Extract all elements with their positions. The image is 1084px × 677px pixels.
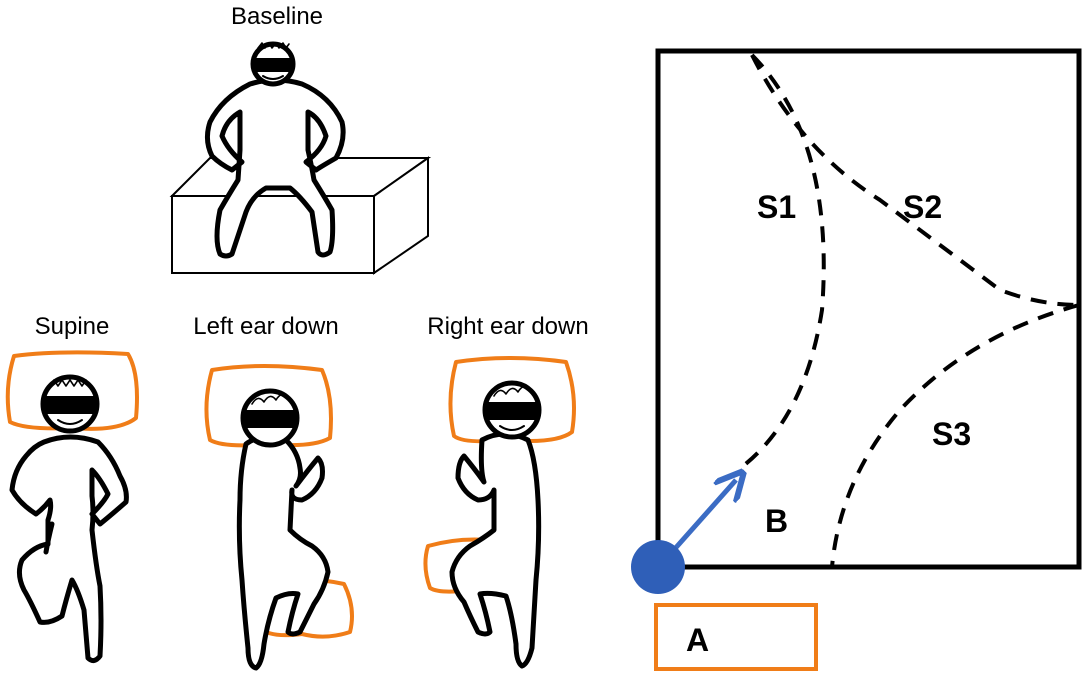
a-box bbox=[654, 603, 818, 671]
s2-boundary bbox=[750, 54, 1080, 307]
a-label: A bbox=[686, 622, 709, 658]
left-ear-down-hair bbox=[251, 393, 289, 405]
right-ear-down-caption: Right ear down bbox=[427, 313, 588, 340]
s3-boundary bbox=[830, 303, 1080, 568]
right-ear-down-hair bbox=[493, 385, 531, 397]
baseline-blindfold bbox=[253, 58, 293, 72]
supine-figure: Supine bbox=[5, 313, 139, 664]
movement-arrow bbox=[670, 480, 736, 554]
left-ear-down-pillow bbox=[204, 364, 333, 448]
left-ear-down-body bbox=[236, 434, 331, 671]
baseline-mouth bbox=[262, 75, 284, 80]
supine-blindfold bbox=[43, 396, 97, 414]
left-ear-down-caption: Left ear down bbox=[193, 313, 338, 340]
supine-body bbox=[9, 434, 129, 664]
baseline-figure: Baseline bbox=[169, 3, 432, 275]
supine-hair bbox=[49, 379, 87, 387]
right-ear-down-mouth bbox=[499, 425, 525, 431]
left-ear-down-blindfold bbox=[243, 410, 297, 428]
s1-label: S1 bbox=[757, 189, 796, 225]
right-ear-down-pillow bbox=[448, 356, 576, 444]
baseline-hair bbox=[257, 42, 290, 49]
supine-hip-line bbox=[43, 521, 55, 555]
s1-boundary bbox=[736, 53, 826, 472]
supine-caption: Supine bbox=[35, 313, 110, 340]
left-ear-down-figure: Left ear down bbox=[193, 313, 354, 671]
b-label: B bbox=[765, 503, 788, 539]
supine-mouth bbox=[57, 419, 83, 425]
otolith-ball bbox=[631, 540, 685, 594]
s3-label: S3 bbox=[932, 416, 971, 452]
right-ear-down-figure: Right ear down bbox=[423, 313, 589, 669]
baseline-body bbox=[204, 77, 346, 259]
right-ear-down-body bbox=[449, 431, 542, 669]
canal-frame bbox=[655, 48, 1082, 570]
supine-pillow bbox=[5, 350, 139, 431]
right-ear-down-blindfold bbox=[485, 402, 539, 420]
canal-schematic: S1 S2 S3 B A bbox=[631, 48, 1082, 671]
baseline-caption: Baseline bbox=[231, 3, 323, 30]
s2-label: S2 bbox=[903, 189, 942, 225]
